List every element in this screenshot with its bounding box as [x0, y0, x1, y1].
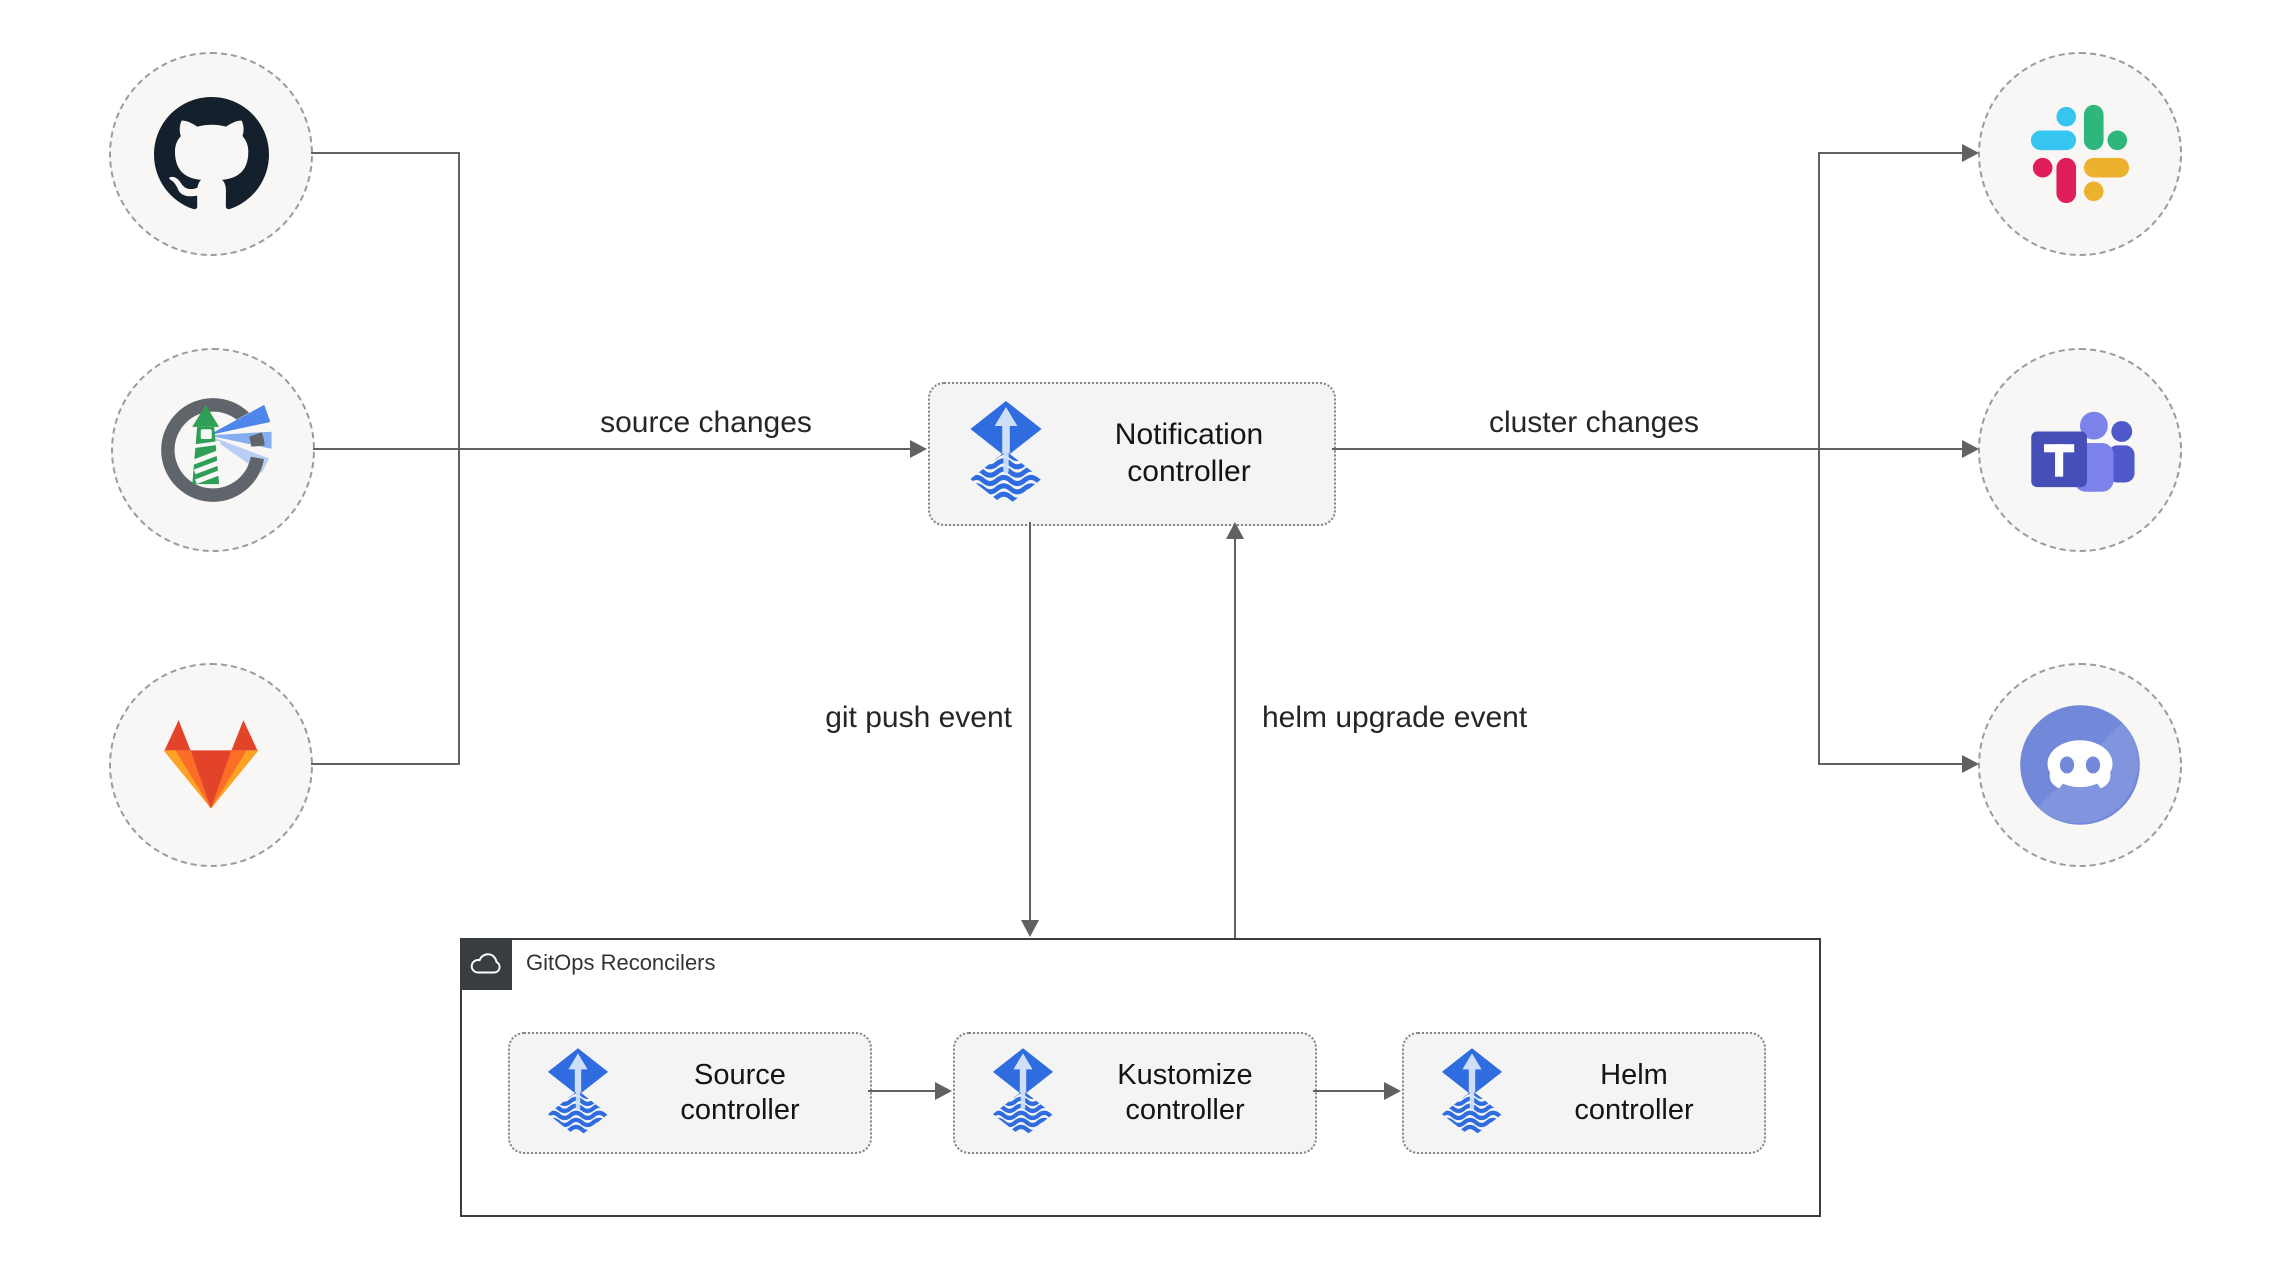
edge-git-push-event	[1029, 522, 1031, 922]
arrowhead-into-kustomize	[935, 1082, 952, 1100]
edge-sources-to-notification	[313, 448, 911, 450]
edge-label-cluster-changes: cluster changes	[1488, 406, 1700, 439]
edge-bus-to-discord	[1818, 763, 1964, 765]
edge-gitlab-to-bus	[311, 763, 459, 765]
arrowhead-git-push-down	[1021, 920, 1039, 937]
flux-icon	[991, 1048, 1055, 1138]
node-notification-controller: Notification controller	[928, 382, 1336, 526]
node-label: Helm controller	[1574, 1058, 1694, 1126]
harbor-icon	[161, 398, 274, 502]
notifier-node-slack	[1978, 52, 2182, 256]
arrowhead-into-teams	[1962, 440, 1979, 458]
arrowhead-into-slack	[1962, 144, 1979, 162]
edge-notification-to-teams	[1332, 448, 1964, 450]
edge-bus-to-slack	[1818, 152, 1964, 154]
node-label: Source controller	[680, 1058, 800, 1126]
github-icon	[153, 96, 269, 209]
node-source-controller: Source controller	[508, 1032, 872, 1154]
source-node-harbor	[111, 348, 315, 552]
edge-helm-upgrade-event	[1234, 538, 1236, 938]
edge-kustomize-to-helm	[1313, 1090, 1385, 1092]
node-helm-controller: Helm controller	[1402, 1032, 1766, 1154]
edge-github-to-bus	[311, 152, 459, 154]
discord-icon	[2020, 705, 2140, 825]
arrowhead-into-helm	[1384, 1082, 1401, 1100]
flux-icon	[546, 1048, 610, 1138]
source-node-github	[109, 52, 313, 256]
ms-teams-icon	[2031, 411, 2135, 492]
edge-right-bus	[1818, 152, 1820, 765]
edge-label-source-changes: source changes	[600, 406, 812, 439]
node-label: Kustomize controller	[1117, 1058, 1253, 1126]
edge-label-git-push-event: git push event	[825, 701, 1012, 734]
cloud-icon	[470, 953, 501, 974]
node-label: Notification controller	[1114, 418, 1264, 488]
slack-icon	[2030, 104, 2130, 204]
source-node-gitlab	[109, 663, 313, 867]
arrowhead-into-notification	[910, 440, 927, 458]
gitlab-icon	[163, 719, 259, 809]
flux-icon	[968, 401, 1044, 507]
edge-label-helm-upgrade-event: helm upgrade event	[1262, 701, 1528, 734]
arrowhead-helm-upgrade-up	[1226, 522, 1244, 539]
edge-source-to-kustomize	[868, 1090, 938, 1092]
arrowhead-into-discord	[1962, 755, 1979, 773]
container-badge	[460, 938, 512, 990]
notifier-node-ms-teams	[1978, 348, 2182, 552]
container-title: GitOps Reconcilers	[526, 950, 716, 975]
edge-left-bus	[458, 152, 460, 765]
flux-icon	[1440, 1048, 1504, 1138]
node-kustomize-controller: Kustomize controller	[953, 1032, 1317, 1154]
notifier-node-discord	[1978, 663, 2182, 867]
